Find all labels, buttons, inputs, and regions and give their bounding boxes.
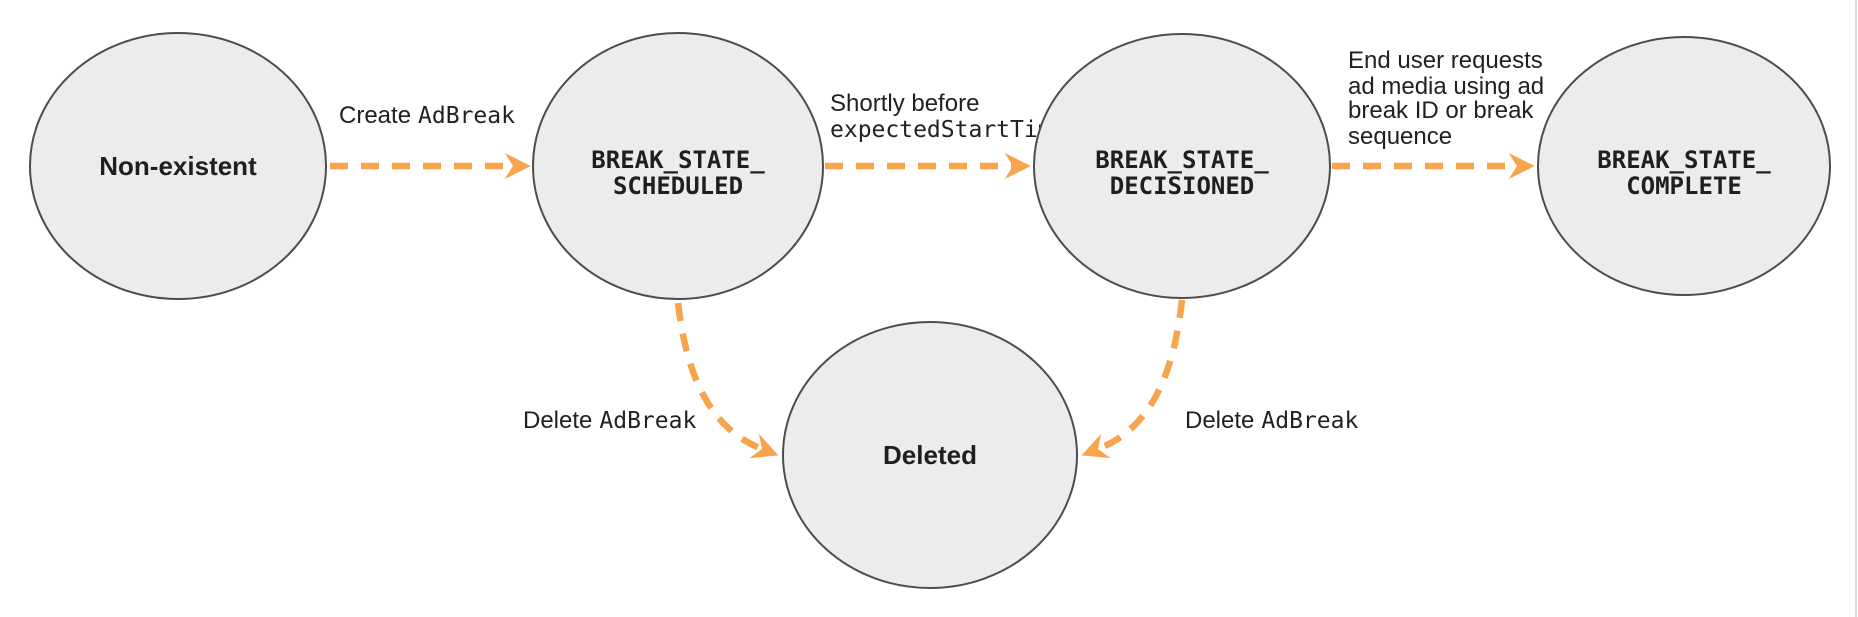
edge-label-line3: break ID or break: [1348, 97, 1534, 124]
edge-create-adbreak: Create AdBreak: [330, 102, 531, 179]
edge-delete-from-scheduled: Delete AdBreak: [523, 302, 779, 459]
edge-label-line4: sequence: [1348, 123, 1452, 150]
edge-label-text: Delete: [523, 407, 592, 434]
state-node-deleted: Deleted: [782, 321, 1078, 589]
edge-label-code: AdBreak: [599, 408, 696, 434]
state-circle-decisioned: [1033, 33, 1331, 299]
edge-label-line1: End user requests: [1348, 47, 1543, 74]
state-node-break-state-scheduled: BREAK_STATE_SCHEDULED: [532, 32, 824, 300]
edge-label-delete-right: Delete AdBreak: [1185, 407, 1358, 434]
state-label-non-existent: Non-existent: [99, 151, 257, 181]
state-label-deleted: Deleted: [883, 440, 977, 470]
edge-delete-from-decisioned: Delete AdBreak: [1081, 299, 1358, 459]
state-circle-scheduled: [532, 32, 824, 300]
edge-label-code: expectedStartTime: [830, 117, 1065, 143]
state-label-line2: COMPLETE: [1626, 172, 1742, 200]
edge-label-code: AdBreak: [418, 103, 515, 129]
edge-label-create-adbreak: Create AdBreak: [339, 102, 515, 129]
edge-label-delete-left: Delete AdBreak: [523, 407, 696, 434]
edge-label-code: AdBreak: [1261, 408, 1358, 434]
edge-label-text: Shortly before: [830, 90, 979, 117]
arrow-delete-from-decisioned: [1081, 299, 1186, 459]
state-label-line1: BREAK_STATE_: [1095, 146, 1269, 174]
state-circle-non-existent: [29, 32, 327, 300]
edge-label-text: Delete: [1185, 407, 1254, 434]
state-label-line2: SCHEDULED: [613, 172, 743, 200]
state-label-scheduled: BREAK_STATE_SCHEDULED: [591, 146, 765, 200]
state-label-line2: DECISIONED: [1110, 172, 1255, 200]
state-label-line1: BREAK_STATE_: [591, 146, 765, 174]
state-node-non-existent: Non-existent: [29, 32, 327, 300]
state-label-line1: BREAK_STATE_: [1597, 146, 1771, 174]
state-label-complete: BREAK_STATE_COMPLETE: [1597, 146, 1771, 200]
edge-label-line2: ad media using ad: [1348, 73, 1544, 100]
state-circle-complete: [1537, 36, 1831, 296]
state-circle-deleted: [782, 321, 1078, 589]
edge-label-text: Create: [339, 102, 411, 129]
state-node-break-state-decisioned: BREAK_STATE_DECISIONED: [1033, 33, 1331, 299]
state-node-break-state-complete: BREAK_STATE_COMPLETE: [1537, 36, 1831, 296]
arrow-delete-from-scheduled: [674, 302, 779, 459]
state-label-decisioned: BREAK_STATE_DECISIONED: [1095, 146, 1269, 200]
